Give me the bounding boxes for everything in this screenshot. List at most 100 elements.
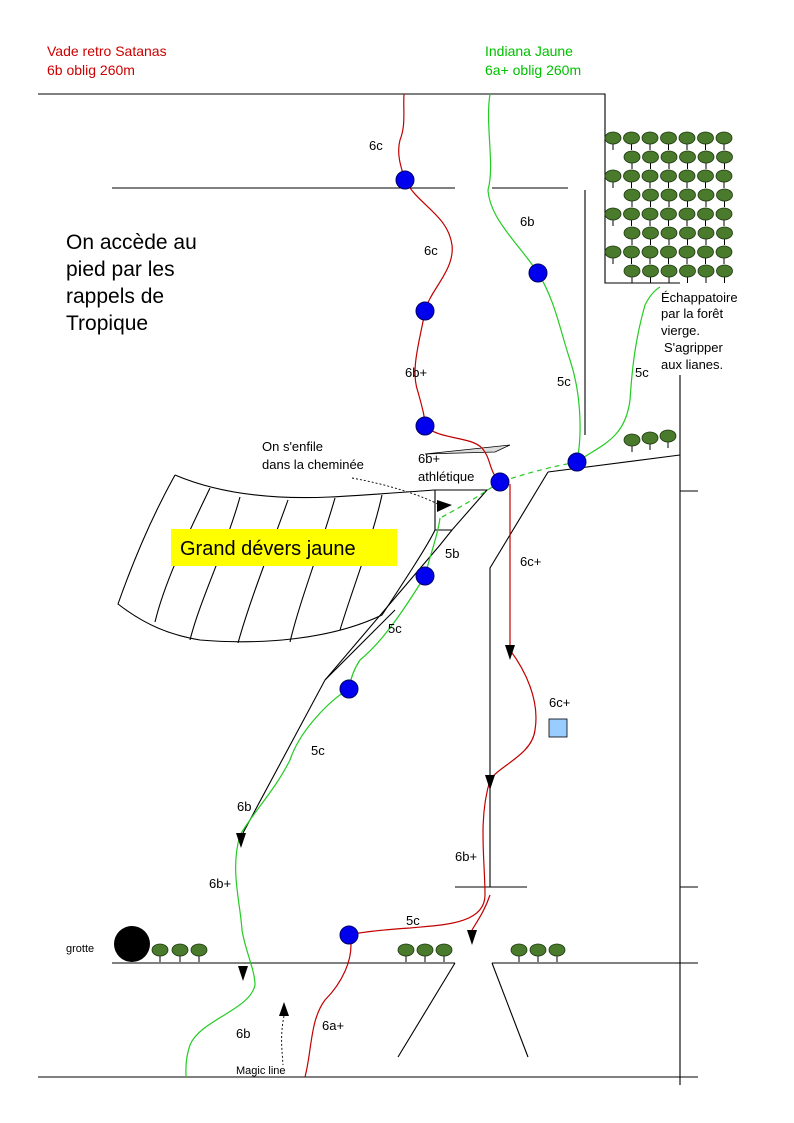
tree-icon <box>660 207 677 226</box>
rock-lines <box>38 93 698 1085</box>
tree-icon <box>716 264 733 283</box>
grade-label: 6b <box>236 1026 250 1041</box>
grade-label: 6a+ <box>322 1018 344 1033</box>
tree-icon <box>151 943 169 962</box>
tree-icon <box>697 226 715 245</box>
tree-icon <box>623 188 641 207</box>
tree-icon <box>697 264 715 283</box>
chimney-guide <box>351 477 441 506</box>
tree-icon <box>604 207 622 226</box>
tree-icon <box>697 188 715 207</box>
forest <box>604 131 733 283</box>
overhang-shape <box>117 474 436 644</box>
grade-label: 6b+ <box>418 451 440 466</box>
tree-icon <box>715 131 733 150</box>
tree-icon <box>641 169 659 188</box>
grade-label: 6b <box>520 214 534 229</box>
overhang-label: Grand dévers jaune <box>180 538 356 560</box>
tree-icon <box>715 245 733 264</box>
belay-bolt <box>339 679 359 699</box>
belay-bolt <box>339 925 359 945</box>
grade-label: 6c <box>424 243 438 258</box>
grotte-label: grotte <box>66 943 94 955</box>
grade-label: 5c <box>635 365 649 380</box>
tree-icon <box>660 226 678 245</box>
tree-icon <box>660 188 678 207</box>
tree-icon <box>623 245 640 264</box>
tree-icon <box>642 150 659 169</box>
tree-icon <box>659 429 677 448</box>
tree-icon <box>679 150 696 169</box>
tree-icon <box>623 169 640 188</box>
magic-guide <box>281 1015 285 1066</box>
tree-icon <box>697 131 714 150</box>
belay-bolt <box>395 170 415 190</box>
belay-bolt <box>415 416 435 436</box>
escape-note: Échappatoire par la forêt vierge. S'agri… <box>661 290 741 372</box>
tree-icon <box>678 131 696 150</box>
tree-icon <box>623 264 641 283</box>
belay-stations <box>339 170 587 945</box>
grade-label: 5c <box>311 743 325 758</box>
tree-icon <box>697 207 714 226</box>
tree-icon <box>660 169 677 188</box>
grade-label: 6b <box>237 799 251 814</box>
tree-icon <box>660 245 677 264</box>
green-route-info: 6a+ oblig 260m <box>485 62 581 78</box>
tree-icon <box>604 169 622 188</box>
tree-icon <box>697 169 714 188</box>
tree-icon <box>678 245 696 264</box>
overhang-label-bg <box>171 529 397 566</box>
tree-icon <box>623 131 640 150</box>
grade-label: athlétique <box>418 469 474 484</box>
tree-icon <box>716 188 733 207</box>
belay-bolt <box>415 566 435 586</box>
tree-icon <box>641 207 659 226</box>
grade-label: 5c <box>388 621 402 636</box>
grade-label: 5c <box>557 374 571 389</box>
tree-icon <box>604 245 622 264</box>
tree-icon <box>623 150 641 169</box>
grade-label: 6c+ <box>520 554 541 569</box>
tree-icon <box>660 264 678 283</box>
grade-label: 6b+ <box>209 876 231 891</box>
belay-bolt <box>528 263 548 283</box>
tree-icon <box>642 226 659 245</box>
red-route-info: 6b oblig 260m <box>47 62 135 78</box>
chimney-note: On s'enfile dans la cheminée <box>262 439 364 472</box>
tree-icon <box>678 169 696 188</box>
grotte-icon <box>114 926 150 962</box>
grade-label: 5c <box>406 913 420 928</box>
belay-bolt <box>490 472 510 492</box>
tree-icon <box>397 943 415 962</box>
tree-icon <box>660 150 678 169</box>
grade-label: 6c+ <box>549 695 570 710</box>
tree-icon <box>678 207 696 226</box>
tree-icon <box>715 207 733 226</box>
tree-icon <box>171 943 189 962</box>
tree-icon <box>679 264 696 283</box>
tree-icon <box>623 207 640 226</box>
tree-icon <box>623 226 641 245</box>
belay-bolt <box>567 452 587 472</box>
magic-line-label: Magic line <box>236 1065 286 1077</box>
grade-label: 5b <box>445 546 459 561</box>
tree-icon <box>435 943 453 962</box>
tree-icon <box>715 169 733 188</box>
arrowheads <box>236 500 515 1016</box>
tree-icon <box>623 433 641 452</box>
grade-labels: 6c 6c 6b+ 6b+ athlétique 6c+ 6c+ 6b+ 5c … <box>209 138 649 1041</box>
tree-icon <box>190 943 208 962</box>
tree-icon <box>697 150 715 169</box>
tree-icon <box>660 131 677 150</box>
red-route-name: Vade retro Satanas <box>47 43 167 59</box>
tree-icon <box>679 226 696 245</box>
tree-icon <box>679 188 696 207</box>
tree-icon <box>641 245 659 264</box>
tree-icon <box>510 943 528 962</box>
access-note: On accède au pied par les rappels de Tro… <box>66 231 203 335</box>
tree-icon <box>641 131 659 150</box>
belay-bolt <box>415 301 435 321</box>
tree-icon <box>642 188 659 207</box>
